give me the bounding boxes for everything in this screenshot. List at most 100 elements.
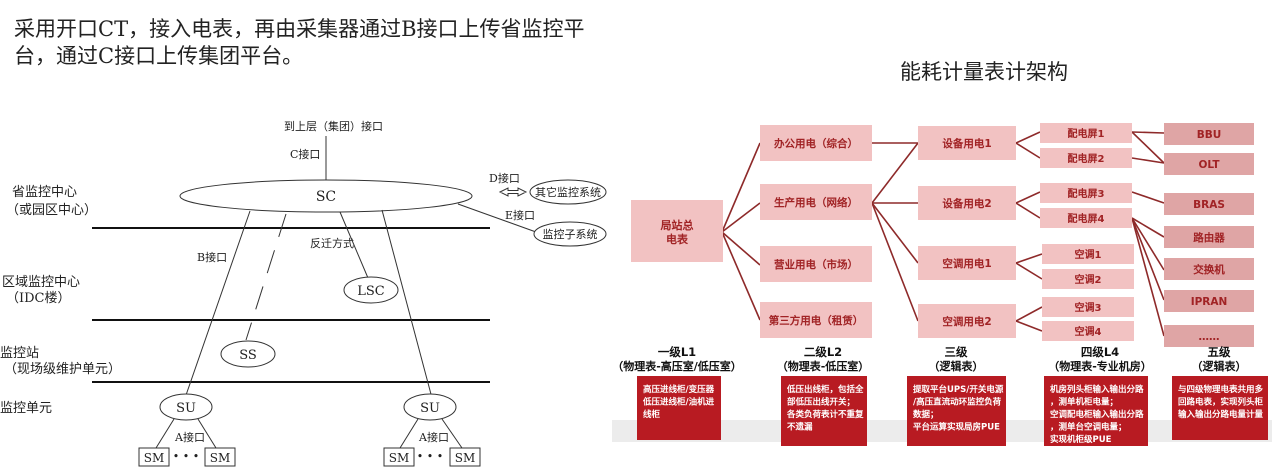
level3-label: 设备用电2 [942,197,991,210]
level5-label: IPRAN [1191,296,1228,308]
level4-label: 空调3 [1075,301,1102,314]
level4-label: 空调1 [1075,248,1102,261]
c-interface-label: C接口 [290,148,320,161]
level2-label: 办公用电（综合） [774,137,858,150]
sm-box [138,447,170,467]
level-description-line: 与四级物理电表共用多 [1178,384,1264,395]
level-description-box [1044,376,1148,446]
level-label-sub: （或园区中心） [6,203,97,218]
d-interface-arrow [498,187,528,197]
level-caption-sub: （物理表-高压室/低压室） [612,359,742,373]
a-interface-line [155,418,175,449]
top-interface-label: 到上层（集团）接口 [284,119,383,133]
level-label-sub: （IDC楼） [6,291,71,306]
level5-box [1164,258,1254,280]
e-interface-label: E接口 [505,209,535,222]
d-interface-label: D接口 [489,172,520,185]
level-description-line: /高压直流动环监控负荷 [913,397,1002,408]
level-description-line: ，测单台空调电量； [1050,422,1127,433]
level-description-line: 输入输出分路电量计量 [1178,409,1264,420]
level3-box [918,186,1016,220]
lsc-label: LSC [357,284,385,299]
a-interface-label: A接口 [174,431,205,444]
level-description-line: 空调配电柜输入输出分路 [1050,409,1144,420]
level4-box [1042,244,1134,264]
level5-label: BRAS [1193,199,1225,211]
level5-box [1164,226,1254,248]
level5-label: BBU [1197,129,1222,141]
level4-label: 配电屏1 [1068,127,1105,140]
a-interface-line [399,418,419,449]
heading-text: 采用开口CT，接入电表，再由采集器通过B接口上传省监控平台，通过C接口上传集团平… [14,17,585,68]
level-caption-sub: （物理表-专业机房） [1048,359,1152,373]
level-description-line: 机房列头柜输入输出分路 [1050,384,1144,395]
level4-label: 空调4 [1075,325,1102,338]
level5-box [1164,290,1254,312]
level3-box [918,126,1016,160]
level-caption-title: 二级L2 [804,345,842,359]
level-description-line: 低压出线柜，包括全 [786,384,864,395]
level-description-line: 各类负荷表计不重复 [786,409,864,420]
level2-label: 生产用电（网络） [774,196,858,209]
level4-label: 空调2 [1075,273,1102,286]
b-interface-label: B接口 [197,251,227,264]
level-label-sub: （现场级维护单元） [4,362,121,377]
root-meter-label: 局站总 [660,218,694,232]
level-description-box [1172,376,1268,440]
sm-box [449,447,481,467]
ss-label: SS [239,348,257,363]
root-meter-box [631,200,723,262]
sm-box [204,447,236,467]
level4-box [1042,321,1134,341]
level3-label: 空调用电1 [942,257,991,270]
level-caption-sub: （逻辑表） [1192,359,1247,373]
sm-box [383,447,415,467]
level-caption-title: 一级L1 [658,345,696,359]
architecture-title: 能耗计量表计架构 [900,60,1068,84]
sub-system-label: 监控子系统 [543,227,598,241]
reverse-dashed-line [245,213,287,341]
level4-label: 配电屏4 [1068,212,1105,225]
level-description-line: 高压进线柜/变压器 [643,384,715,395]
level5-label: …… [1199,331,1220,343]
level-description-line: 部低压出线开关； [787,397,855,408]
other-system-label: 其它监控系统 [535,185,601,199]
level4-box [1040,183,1132,203]
sc-label: SC [316,189,336,205]
level-label: 区域监控中心 [2,275,80,290]
level-caption-sub: （逻辑表） [929,359,984,373]
sc-node [179,179,473,213]
level-description-line: 实现机柜级PUE [1050,434,1112,445]
root-meter-label: 电表 [666,232,689,246]
level-label: 监控站 [0,346,39,361]
sm-label: SM [455,451,476,465]
level3-box [918,304,1016,338]
b-interface-line [381,209,433,399]
sm-label: SM [389,451,410,465]
b-interface-line [184,210,251,399]
sm-label: SM [210,451,231,465]
level3-box [918,246,1016,280]
level-caption-sub: （物理表-低压室） [777,359,870,373]
sm-label: SM [144,451,165,465]
a-interface-line [441,418,463,449]
level-description-box [907,376,1006,446]
level5-box [1164,193,1254,215]
level-description-box [637,376,721,440]
e-interface-line [457,203,537,233]
sm-ellipsis: • • • [173,450,199,463]
level4-box [1040,208,1132,228]
other-system-node [529,179,607,205]
level-description-line: 不遗漏 [787,422,813,433]
a-interface-label: A接口 [418,431,449,444]
su-label: SU [176,401,196,416]
sub-system-node [533,221,607,247]
level2-box [760,125,872,161]
lsc-node [343,276,399,304]
level-description-line: 回路电表，实现列头柜 [1178,397,1264,408]
su-node-left [159,393,213,421]
level3-label: 设备用电1 [942,137,991,150]
level4-box [1042,269,1134,289]
